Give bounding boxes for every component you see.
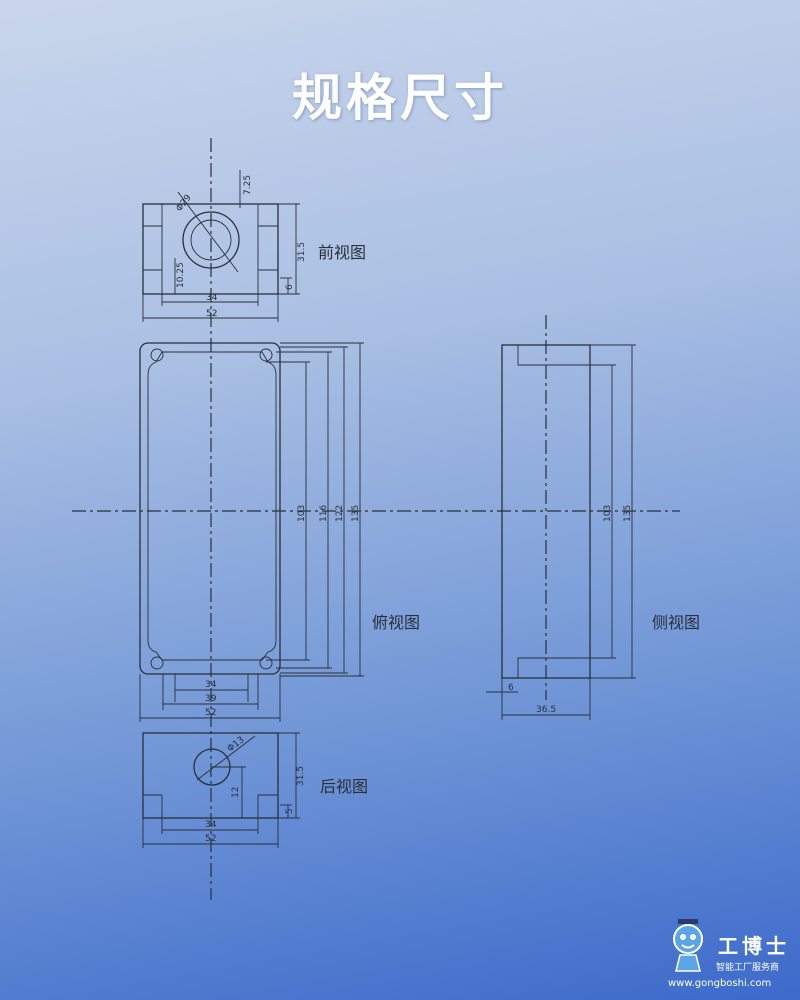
logo-name: 工博士 bbox=[718, 934, 790, 958]
front-offset-dim: 6 bbox=[285, 284, 295, 290]
top-view-label: 俯视图 bbox=[372, 613, 420, 632]
side-t-dim: 6 bbox=[508, 683, 514, 693]
side-depth-dim: 36.5 bbox=[536, 705, 556, 715]
top-d4-dim: 135 bbox=[351, 505, 361, 522]
front-view-label: 前视图 bbox=[318, 243, 366, 262]
back-hole-dim: Φ13 bbox=[226, 735, 247, 754]
top-w3-dim: 52 bbox=[205, 708, 216, 718]
front-height-dim: 31.5 bbox=[297, 242, 307, 262]
top-d1-dim: 103 bbox=[297, 505, 307, 522]
page-title: 规格尺寸 bbox=[292, 69, 508, 127]
front-hole-center-dim: 10.25 bbox=[176, 262, 186, 288]
side-d1-dim: 103 bbox=[603, 505, 613, 522]
back-height-dim: 31.5 bbox=[296, 766, 306, 786]
back-width-dim: 52 bbox=[205, 834, 216, 844]
back-view: Φ13 31.5 12 5 34 52 后视图 bbox=[142, 732, 368, 848]
front-view: Φ29 7.25 31.5 10.25 6 34 52 前视图 bbox=[142, 170, 366, 322]
back-offset-dim: 5 bbox=[285, 808, 295, 814]
top-view: 103 116 122 135 34 39 52 俯视图 bbox=[139, 342, 420, 722]
top-w1-dim: 34 bbox=[205, 680, 217, 690]
logo-mascot-icon bbox=[673, 919, 703, 972]
front-inner-width-dim: 34 bbox=[206, 293, 218, 303]
back-view-label: 后视图 bbox=[320, 777, 368, 796]
top-d2-dim: 116 bbox=[319, 505, 329, 522]
side-d2-dim: 135 bbox=[623, 505, 633, 522]
side-view-label: 侧视图 bbox=[652, 613, 700, 632]
logo-subtitle: 智能工厂服务商 bbox=[716, 963, 780, 973]
back-hole-center-dim: 12 bbox=[231, 787, 241, 798]
front-width-dim: 52 bbox=[206, 309, 217, 319]
logo-url: www.gongboshi.com bbox=[668, 978, 772, 989]
side-view: 103 135 6 36.5 侧视图 bbox=[486, 344, 700, 720]
back-inner-width-dim: 34 bbox=[205, 820, 217, 830]
top-w2-dim: 39 bbox=[205, 694, 217, 704]
top-d3-dim: 122 bbox=[335, 505, 345, 522]
front-top-offset-dim: 7.25 bbox=[243, 175, 253, 195]
